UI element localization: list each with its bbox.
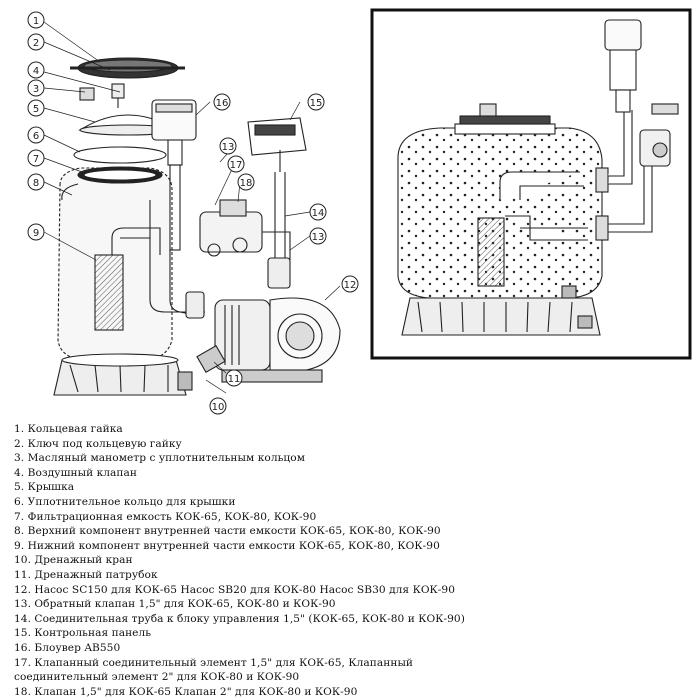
callout-1: 1 bbox=[33, 16, 39, 27]
legend-item: 4. Воздушный клапан bbox=[14, 466, 137, 479]
multiport-valve bbox=[199, 199, 263, 257]
blower bbox=[151, 99, 197, 251]
pump bbox=[214, 297, 341, 383]
callout-13b: 13 bbox=[312, 232, 325, 243]
cutaway-pipework bbox=[608, 110, 653, 233]
legend-item: 18. Клапан 1,5" для КОК-65 Клапан 2" для… bbox=[14, 685, 358, 698]
filter-system-diagram: 1 2 4 3 5 6 7 8 9 10 11 12 13 13 14 15 1… bbox=[27, 8, 692, 415]
drain-tap bbox=[177, 344, 226, 391]
cutaway-view bbox=[370, 8, 692, 360]
pipe-assembly bbox=[169, 150, 291, 317]
callout-6: 6 bbox=[33, 131, 39, 142]
legend-item: 9. Нижний компонент внутренней части емк… bbox=[14, 539, 440, 552]
legend-item: 8. Верхний компонент внутренней части ем… bbox=[14, 525, 441, 538]
callout-5: 5 bbox=[33, 104, 39, 115]
check-valve bbox=[267, 257, 291, 289]
legend-item: 16. Блоувер AB550 bbox=[14, 641, 121, 654]
leader-lines bbox=[43, 21, 341, 394]
legend-item: 11. Дренажный патрубок bbox=[14, 568, 158, 581]
legend-item: 2. Ключ под кольцевую гайку bbox=[14, 437, 182, 450]
callout-7: 7 bbox=[33, 154, 39, 165]
legend-item: 5. Крышка bbox=[14, 481, 75, 494]
parts-legend: 1. Кольцевая гайка 2. Ключ под кольцевую… bbox=[14, 422, 694, 699]
ring-nut bbox=[70, 57, 185, 79]
callout-labels: 1 2 4 3 5 6 7 8 9 10 11 12 13 13 14 15 1… bbox=[33, 16, 357, 413]
callout-circles bbox=[27, 11, 359, 415]
legend-item: 1. Кольцевая гайка bbox=[14, 423, 123, 435]
legend-item: 7. Фильтрационная емкость КОК-65, КОК-80… bbox=[14, 510, 317, 523]
callout-10: 10 bbox=[212, 402, 225, 413]
inner-pipe bbox=[111, 200, 205, 313]
callout-11: 11 bbox=[228, 374, 241, 385]
legend-item: 14. Соединительная труба к блоку управле… bbox=[14, 612, 465, 625]
cutaway-lateral bbox=[477, 217, 505, 287]
lateral-element bbox=[94, 254, 124, 331]
control-panel bbox=[247, 117, 307, 156]
lid-o-ring bbox=[73, 146, 167, 164]
cutaway-tank bbox=[397, 127, 603, 299]
exploded-view bbox=[27, 11, 359, 415]
callout-12: 12 bbox=[344, 280, 357, 291]
callout-4: 4 bbox=[33, 66, 39, 77]
legend-item: 17. Клапанный соединительный элемент 1,5… bbox=[14, 656, 414, 684]
legend-item: 13. Обратный клапан 1,5" для КОК-65, КОК… bbox=[14, 598, 336, 611]
callout-17: 17 bbox=[230, 160, 243, 171]
legend-item: 15. Контрольная панель bbox=[14, 627, 152, 640]
legend-item: 10. Дренажный кран bbox=[14, 554, 133, 567]
callout-15: 15 bbox=[310, 98, 323, 109]
legend-item: 6. Уплотнительное кольцо для крышки bbox=[14, 495, 236, 508]
callout-13a: 13 bbox=[222, 142, 235, 153]
callout-9: 9 bbox=[33, 228, 39, 239]
callout-16: 16 bbox=[216, 98, 229, 109]
manometer bbox=[79, 83, 125, 108]
callout-2: 2 bbox=[33, 38, 39, 49]
legend-item: 3. Масляный манометр с уплотнительным ко… bbox=[14, 452, 306, 465]
callout-14: 14 bbox=[312, 208, 325, 219]
tank-base bbox=[53, 353, 187, 396]
callout-8: 8 bbox=[33, 178, 39, 189]
callout-18: 18 bbox=[240, 178, 253, 189]
legend-item: 12. Насос SC150 для КОК-65 Насос SB20 дл… bbox=[14, 583, 456, 596]
callout-3: 3 bbox=[33, 84, 39, 95]
